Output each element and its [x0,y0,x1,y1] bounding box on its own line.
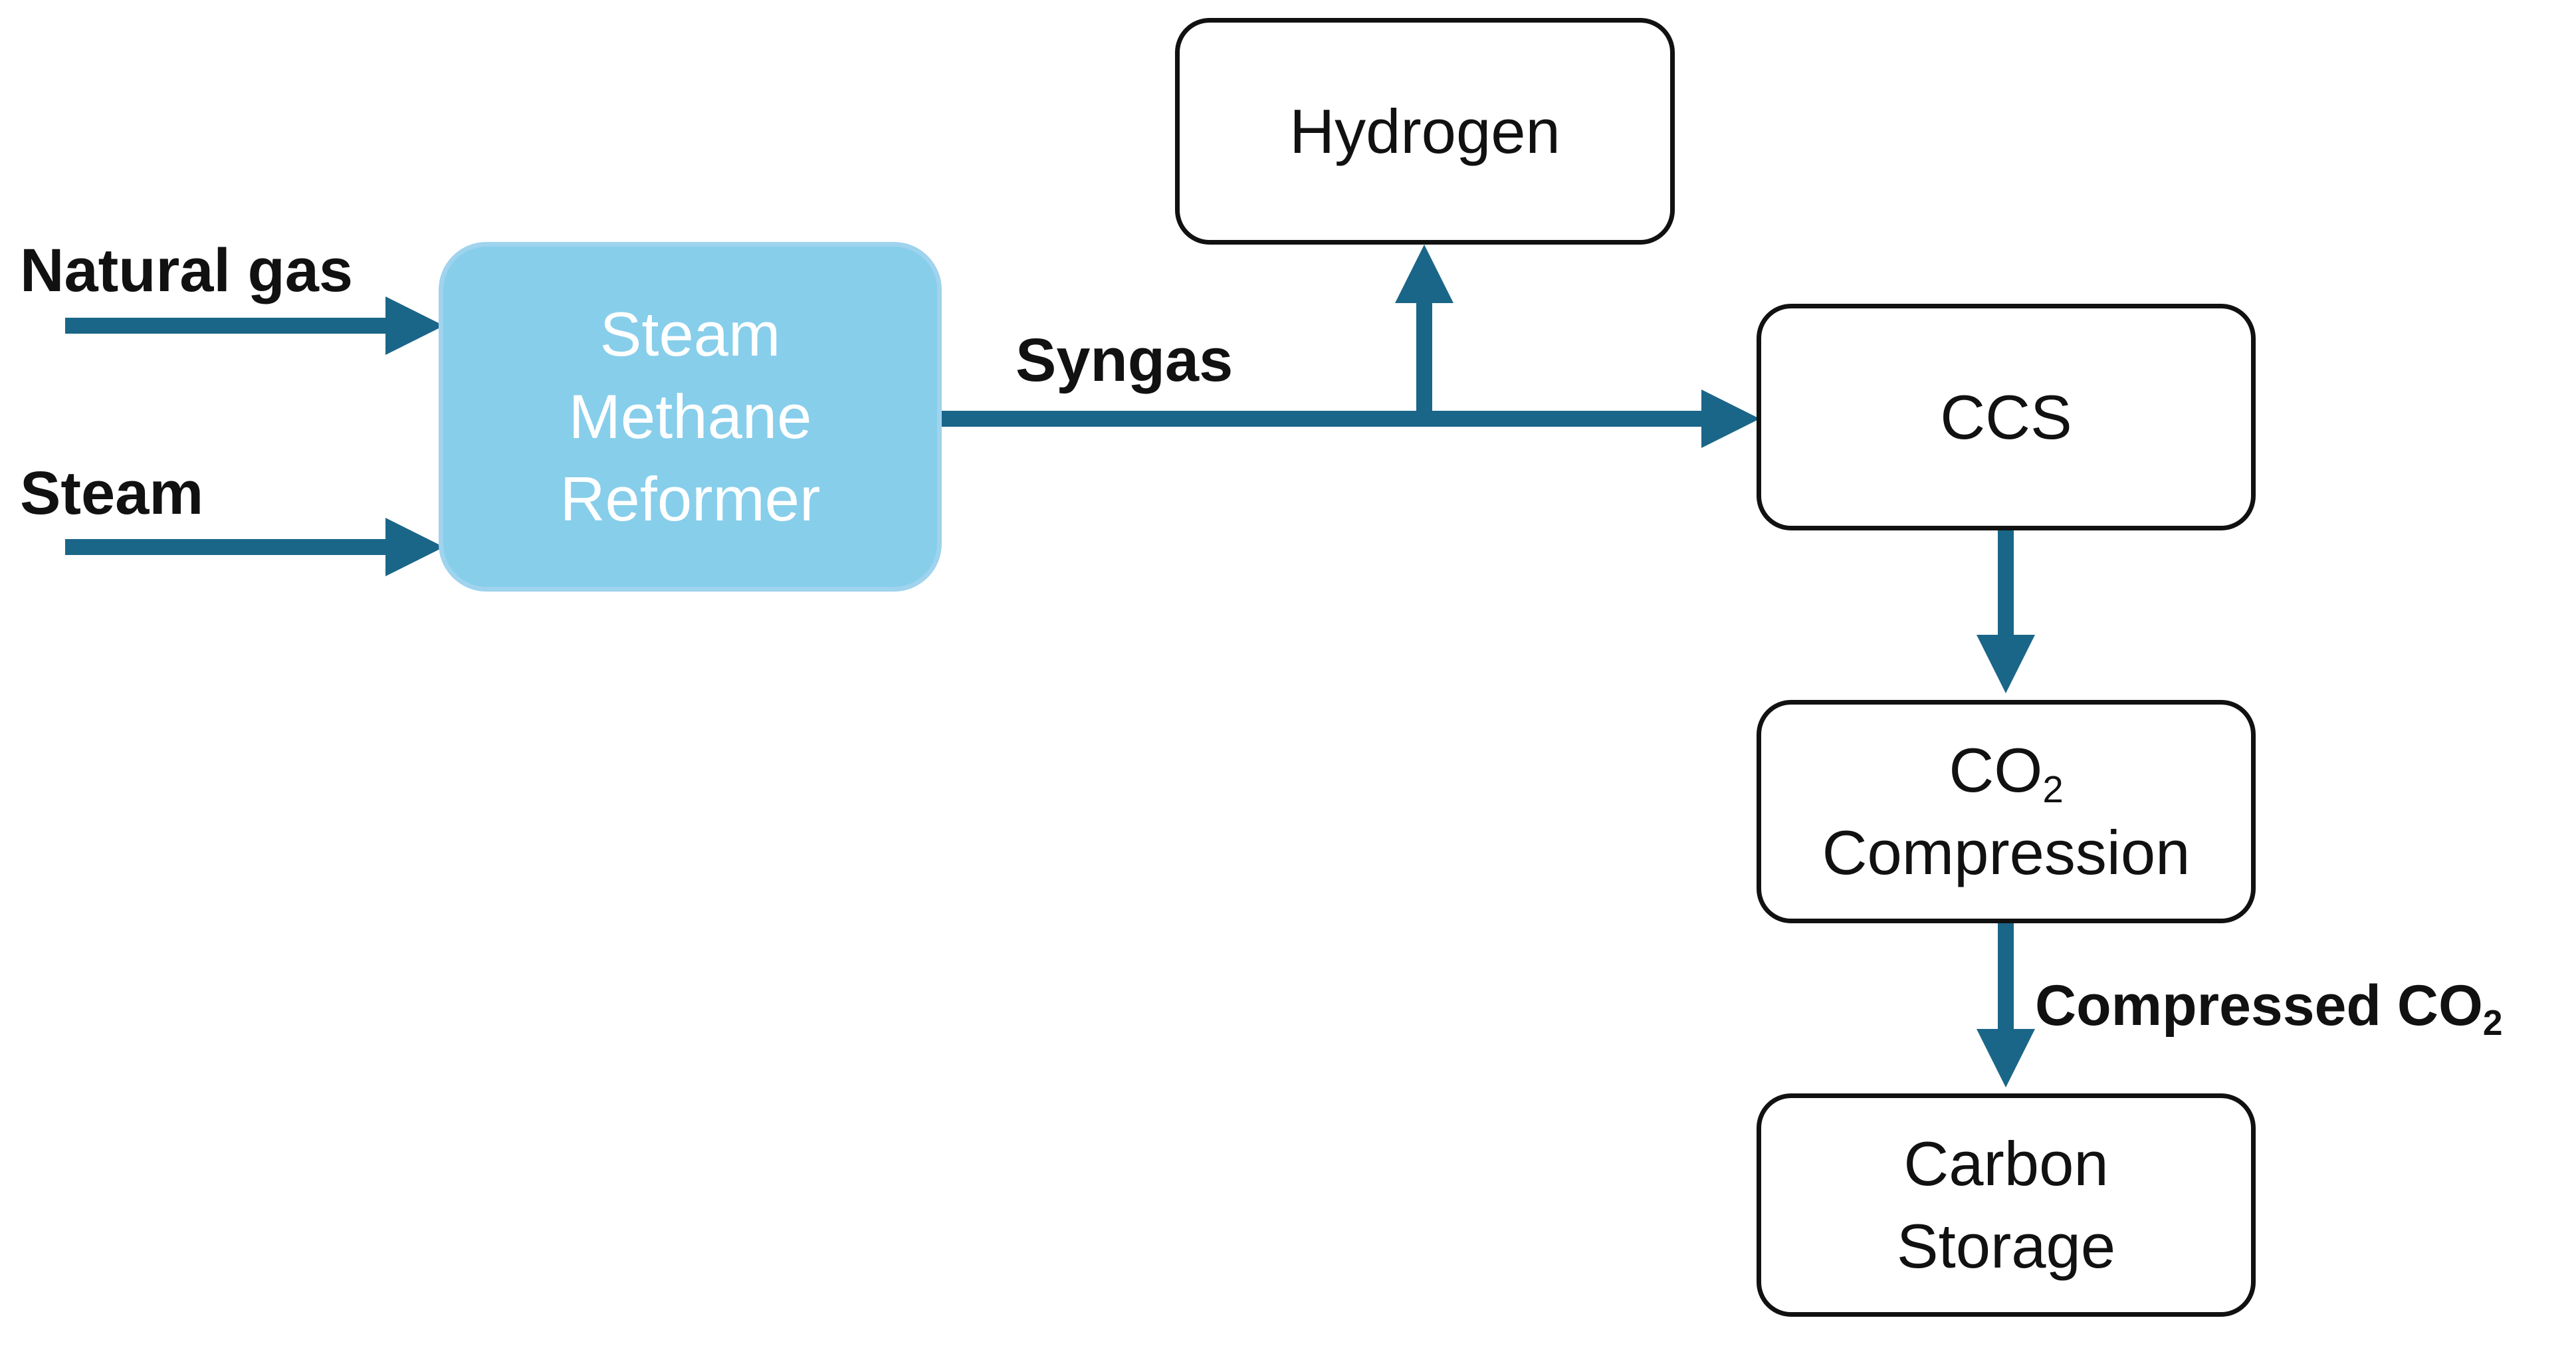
compressed-co2-label: Compressed CO2 [2035,969,2503,1042]
compressed-co2-text: Compressed CO [2035,974,2483,1038]
arrow-syngas-to-hydrogen [1395,245,1453,427]
co2-text: CO [1949,735,2043,805]
compressed-co2-subscript: 2 [2482,1003,2503,1043]
natural-gas-label: Natural gas [20,237,354,304]
arrow-natural-gas-to-reformer [65,296,444,355]
reformer-label-line-1: Steam [599,299,781,369]
co2-compression-label-line-2: Compression [1822,818,2191,887]
reformer-label-line-3: Reformer [560,464,821,534]
hydrogen-box: Hydrogen [1175,18,1675,245]
arrow-ccs-to-compression [1977,530,2035,693]
arrow-syngas-to-ccs [938,390,1760,448]
ccs-label: CCS [1940,382,2072,452]
ccs-box: CCS [1757,304,2256,530]
arrow-steam-to-reformer [65,518,444,576]
carbon-storage-label-line-1: Carbon [1903,1129,2109,1198]
carbon-storage-box: Carbon Storage [1757,1093,2256,1317]
reformer-label-line-2: Methane [568,382,812,451]
steam-label: Steam [20,459,204,527]
carbon-storage-label-line-2: Storage [1896,1211,2116,1281]
co2-compression-label-line-1: CO2 [1949,729,2063,812]
steam-methane-reformer-box: Steam Methane Reformer [439,242,942,592]
arrows [65,245,2035,1087]
syngas-label: Syngas [1016,326,1234,394]
arrow-compression-to-storage [1977,923,2035,1087]
hydrogen-label: Hydrogen [1289,96,1560,166]
co2-compression-box: CO2 Compression [1757,700,2256,923]
co2-subscript: 2 [2042,768,2064,810]
